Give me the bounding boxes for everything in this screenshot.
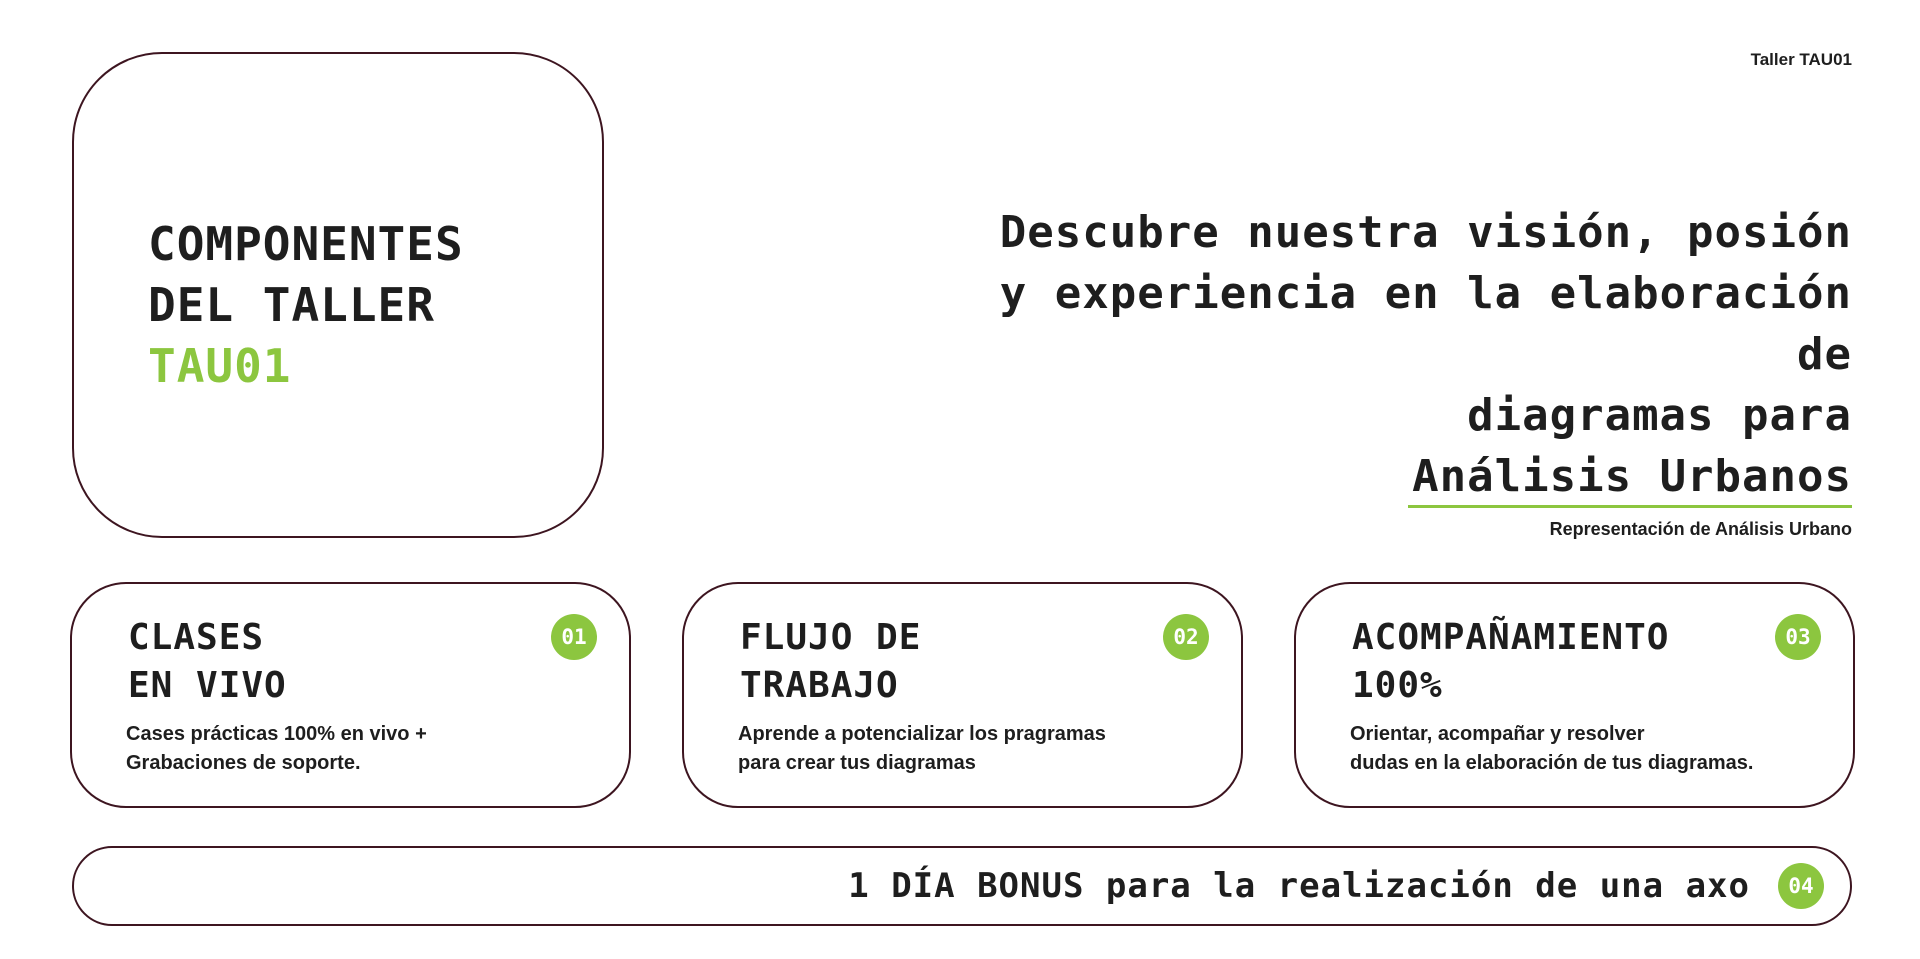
card-desc-line: Aprende a potencializar los pragramas — [738, 723, 1106, 745]
card-title-line: 100% — [1352, 665, 1443, 706]
headline-highlight: Análisis Urbanos — [1408, 451, 1852, 508]
card-title-line: ACOMPAÑAMIENTO — [1352, 617, 1670, 658]
hero-title-line: COMPONENTES — [148, 217, 464, 271]
hero-card: COMPONENTES DEL TALLER TAU01 — [72, 52, 604, 538]
subtitle: Representación de Análisis Urbano — [1549, 519, 1852, 539]
card-desc-line: Orientar, acompañar y resolver — [1350, 723, 1645, 745]
feature-card-mentoring: ACOMPAÑAMIENTO 100% 03 Orientar, acompañ… — [1294, 582, 1855, 808]
headline-line: y experiencia en la elaboración de — [999, 268, 1852, 380]
bonus-text: 1 DÍA BONUS para la realización de una a… — [848, 866, 1750, 906]
card-title-line: EN VIVO — [128, 665, 287, 706]
number-badge: 01 — [551, 614, 597, 660]
card-desc-line: para crear tus diagramas — [738, 752, 976, 774]
bonus-banner: 1 DÍA BONUS para la realización de una a… — [72, 846, 1852, 926]
number-badge: 02 — [1163, 614, 1209, 660]
card-title-line: FLUJO DE — [740, 617, 922, 658]
card-description: Cases prácticas 100% en vivo + Grabacion… — [126, 720, 427, 778]
hero-title-line: DEL TALLER — [148, 278, 435, 332]
card-description: Aprende a potencializar los pragramas pa… — [738, 720, 1106, 778]
feature-card-workflow: FLUJO DE TRABAJO 02 Aprende a potenciali… — [682, 582, 1243, 808]
headline: Descubre nuestra visión, posión y experi… — [952, 202, 1852, 508]
card-desc-line: Cases prácticas 100% en vivo + — [126, 723, 427, 745]
card-desc-line: Grabaciones de soporte. — [126, 752, 361, 774]
card-title-line: TRABAJO — [740, 665, 899, 706]
card-title: ACOMPAÑAMIENTO 100% — [1352, 614, 1669, 710]
workshop-tag: Taller TAU01 — [1750, 50, 1852, 69]
card-title: FLUJO DE TRABAJO — [740, 614, 921, 710]
headline-line: diagramas para — [1467, 390, 1852, 441]
feature-card-live-classes: CLASES EN VIVO 01 Cases prácticas 100% e… — [70, 582, 631, 808]
card-description: Orientar, acompañar y resolver dudas en … — [1350, 720, 1753, 778]
number-badge: 04 — [1778, 863, 1824, 909]
headline-line: Descubre nuestra visión, posión — [999, 207, 1852, 258]
hero-title-accent: TAU01 — [148, 339, 292, 393]
number-badge: 03 — [1775, 614, 1821, 660]
card-title: CLASES EN VIVO — [128, 614, 287, 710]
hero-title: COMPONENTES DEL TALLER TAU01 — [148, 214, 464, 397]
card-title-line: CLASES — [128, 617, 265, 658]
card-desc-line: dudas en la elaboración de tus diagramas… — [1350, 752, 1754, 774]
